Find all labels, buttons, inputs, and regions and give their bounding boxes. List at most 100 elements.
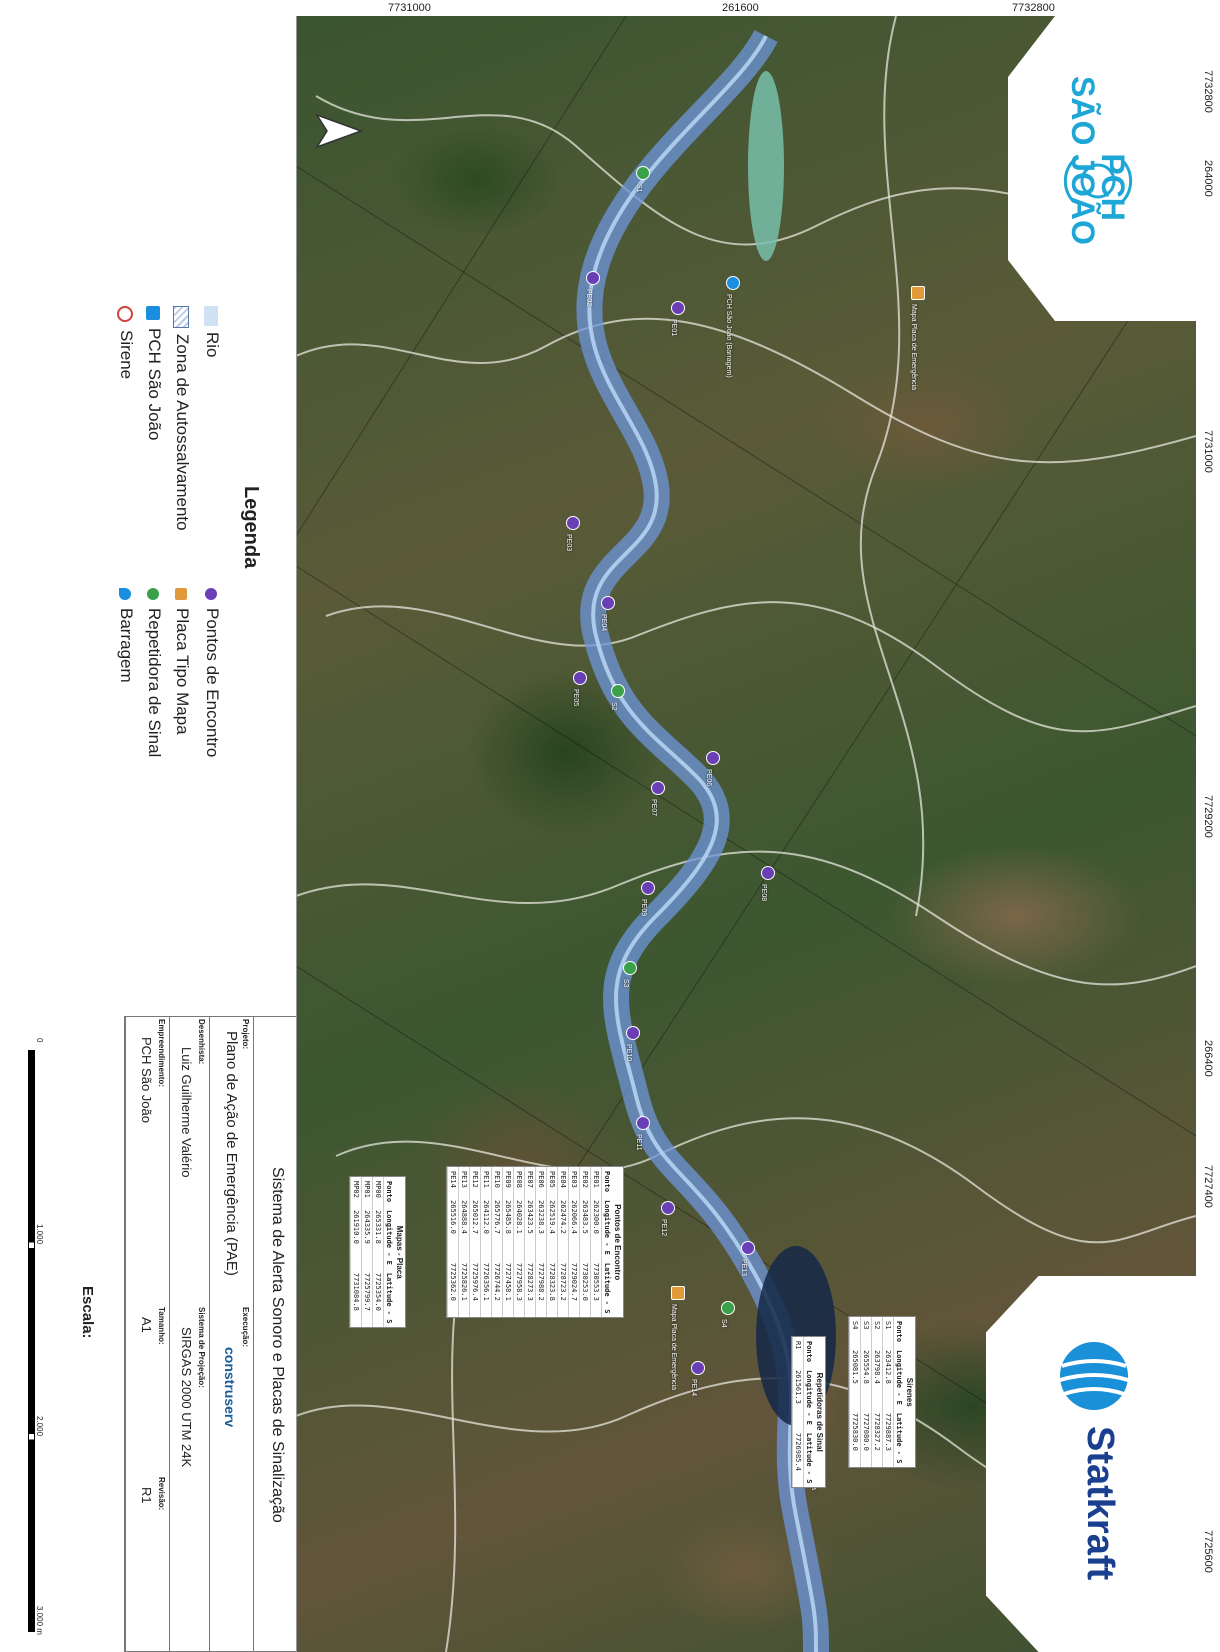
pch-logo-box: PCH SÃO JOÃO — [1008, 16, 1196, 321]
legend-item-encontro: Pontos de Encontro — [202, 588, 222, 757]
repeater-icon — [147, 588, 160, 600]
sistema-value: SIRGAS 2000 UTM 24K — [179, 1327, 194, 1468]
dam-icon[interactable] — [726, 276, 740, 290]
meeting-point-icon[interactable] — [636, 1116, 650, 1130]
table-cell: 263238.3 — [535, 1196, 547, 1259]
revisao-label: Revisão: — [157, 1477, 166, 1511]
map-marker-label: Mapa Placa de Emergência — [910, 304, 917, 390]
table-cell: 263798.4 — [871, 1346, 883, 1409]
meeting-point-icon[interactable] — [586, 271, 600, 285]
meeting-point-icon[interactable] — [706, 751, 720, 765]
table-header-cell: Latitude - S — [383, 1268, 394, 1328]
table-cell: 7730253.0 — [579, 1258, 591, 1318]
table-cell: 7726985.4 — [792, 1428, 804, 1488]
meeting-point-icon[interactable] — [601, 596, 615, 610]
table-cell: 262300.0 — [590, 1196, 602, 1259]
table-cell: 261910.0 — [350, 1206, 362, 1269]
meeting-point-icon[interactable] — [641, 881, 655, 895]
coord-top-1: 7731000 — [388, 2, 431, 14]
table-cell: 7727080.0 — [860, 1408, 872, 1468]
meeting-point-icon[interactable] — [573, 671, 587, 685]
legend-item-rio: Rio — [202, 306, 222, 358]
table-cell: 265081.5 — [849, 1346, 861, 1409]
table-cell: 7728327.2 — [871, 1408, 883, 1468]
table-cell: S1 — [882, 1317, 894, 1347]
legend-title: Legenda — [240, 486, 262, 569]
table-header-cell: Longitude - E — [601, 1196, 612, 1259]
tamanho-value: A1 — [139, 1317, 154, 1333]
table-cell: 265331.8 — [372, 1206, 384, 1269]
table-cell: 262474.2 — [557, 1196, 569, 1259]
scale-tick-0: 0 — [35, 1038, 44, 1043]
projeto-value: Plano de Ação de Emergência (PAE) — [223, 1031, 240, 1276]
repeater-icon[interactable] — [636, 166, 650, 180]
meeting-point-icon[interactable] — [661, 1201, 675, 1215]
map-marker-label: PCH São João (Barragem) — [725, 294, 732, 378]
table-cell: MP01 — [361, 1177, 373, 1207]
table-cell: MP02 — [350, 1177, 362, 1207]
table-cell: 7727458.1 — [502, 1258, 514, 1318]
coord-right-1: 7732800 — [1202, 70, 1214, 113]
repeater-icon[interactable] — [623, 961, 637, 975]
meeting-point-icon[interactable] — [626, 1026, 640, 1040]
table-mapas-title: Mapas - Placa — [395, 1225, 404, 1279]
repeater-icon[interactable] — [721, 1301, 735, 1315]
map-marker-label: PE05 — [572, 689, 579, 707]
table-cell: 264888.4 — [458, 1196, 470, 1259]
map-marker-label: PE02 — [585, 289, 592, 307]
table-header-cell: Ponto — [601, 1167, 612, 1197]
meeting-point-icon[interactable] — [761, 866, 775, 880]
tamanho-label: Tamanho: — [157, 1307, 166, 1345]
meeting-point-icon[interactable] — [691, 1361, 705, 1375]
map-sign-icon[interactable] — [911, 286, 925, 300]
table-pontos-title: Pontos de Encontro — [613, 1204, 622, 1281]
table-cell: 7725354.0 — [372, 1268, 384, 1328]
table-cell: PE08 — [513, 1167, 525, 1197]
title-row-projeto: Projeto: Plano de Ação de Emergência (PA… — [209, 1017, 254, 1651]
scale-bar — [28, 1050, 35, 1632]
table-cell: 262519.4 — [546, 1196, 558, 1259]
meeting-point-icon[interactable] — [741, 1241, 755, 1255]
desenhista-value: Luiz Guilherme Valério — [179, 1047, 194, 1178]
map-sign-icon[interactable] — [671, 1286, 685, 1300]
repeater-icon[interactable] — [611, 684, 625, 698]
table-cell: 7728323.8 — [546, 1258, 558, 1318]
legend-label-barragem: Barragem — [117, 608, 136, 683]
legend-label-repetidora: Repetidora de Sinal — [145, 608, 164, 758]
table-cell: 7725362.0 — [447, 1258, 459, 1318]
meeting-point-icon[interactable] — [671, 301, 685, 315]
reservoir-upper — [748, 71, 784, 261]
table-cell: 7727958.3 — [513, 1258, 525, 1318]
statkraft-logo-box: Statkraft — [986, 1276, 1196, 1652]
scale-tick-1: 1.000 — [35, 1224, 44, 1245]
map-marker-label: PE07 — [650, 799, 657, 817]
table-cell: 261561.3 — [792, 1366, 804, 1429]
hatched-zone-swatch — [173, 306, 190, 328]
map-marker-label: S1 — [635, 184, 642, 193]
main-title: Sistema de Alerta Sonoro e Placas de Sin… — [269, 1167, 286, 1523]
table-cell: 264028.1 — [513, 1196, 525, 1259]
table-cell: S3 — [860, 1317, 872, 1347]
meeting-point-icon[interactable] — [566, 516, 580, 530]
table-cell: PE05 — [546, 1167, 558, 1197]
table-cell: 7725799.7 — [361, 1268, 373, 1328]
title-row-desenhista: Desenhista: Luiz Guilherme Valério Siste… — [169, 1017, 210, 1651]
meeting-point-icon[interactable] — [651, 781, 665, 795]
table-cell: 7731084.8 — [350, 1268, 362, 1328]
table-cell: 265554.8 — [860, 1346, 872, 1409]
